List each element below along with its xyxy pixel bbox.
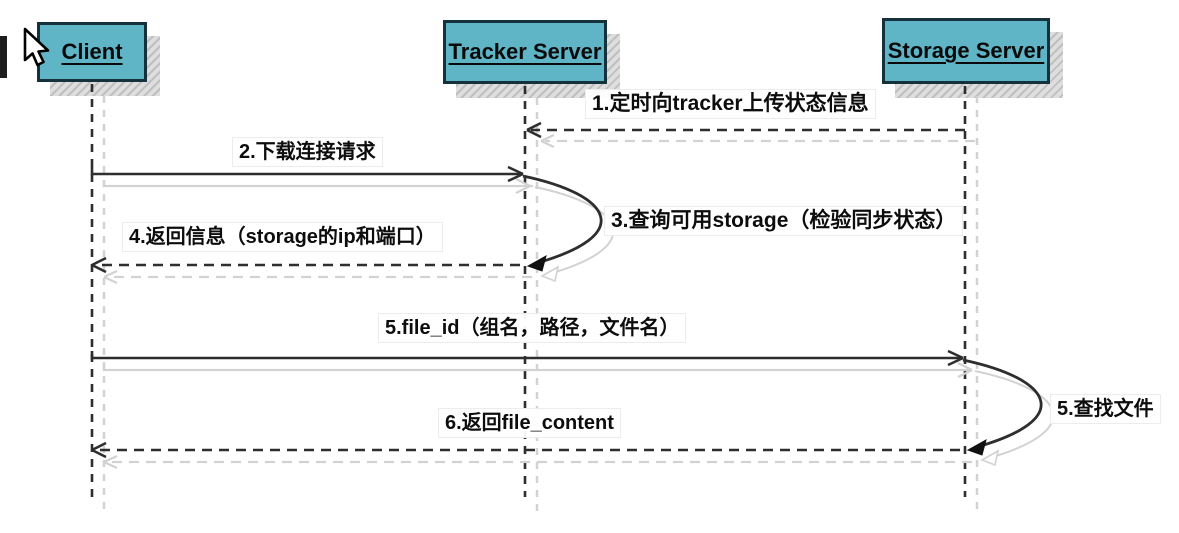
message-6-shadow [103, 454, 972, 470]
message-3-label: 3.查询可用storage（检验同步状态） [604, 206, 964, 236]
actor-tracker-server-label: Tracker Server [448, 39, 602, 64]
message-5-label: 5.file_id（组名，路径，文件名） [378, 313, 687, 343]
actor-client: Client [37, 22, 147, 82]
message-1-label: 1.定时向tracker上传状态信息 [585, 89, 876, 119]
message-3-self-loop [522, 174, 603, 272]
message-5b-self-loop [962, 358, 1043, 456]
actor-storage-server-label: Storage Server [887, 38, 1045, 63]
message-5b-shadow [974, 370, 1055, 467]
message-4-arrow [91, 256, 520, 274]
message-1-arrow [526, 121, 965, 139]
message-2-label: 2.下载连接请求 [232, 137, 383, 167]
actor-tracker-server: Tracker Server [443, 20, 607, 84]
actor-storage-server: Storage Server [882, 18, 1050, 84]
message-5-arrow [90, 349, 964, 367]
message-6-arrow [91, 441, 960, 459]
message-5-shadow [102, 361, 973, 379]
message-3-shadow [534, 186, 615, 283]
message-4-shadow [103, 269, 532, 285]
message-1-shadow [540, 133, 975, 149]
message-4-label: 4.返回信息（storage的ip和端口） [122, 222, 443, 252]
mouse-pointer-icon [23, 27, 50, 67]
message-2-arrow [90, 165, 524, 183]
message-6-label: 6.返回file_content [438, 408, 621, 438]
left-edge-artifact [0, 36, 7, 78]
message-5b-label: 5.查找文件 [1050, 394, 1161, 424]
actor-client-label: Client [61, 39, 123, 64]
message-2-shadow [102, 177, 533, 195]
